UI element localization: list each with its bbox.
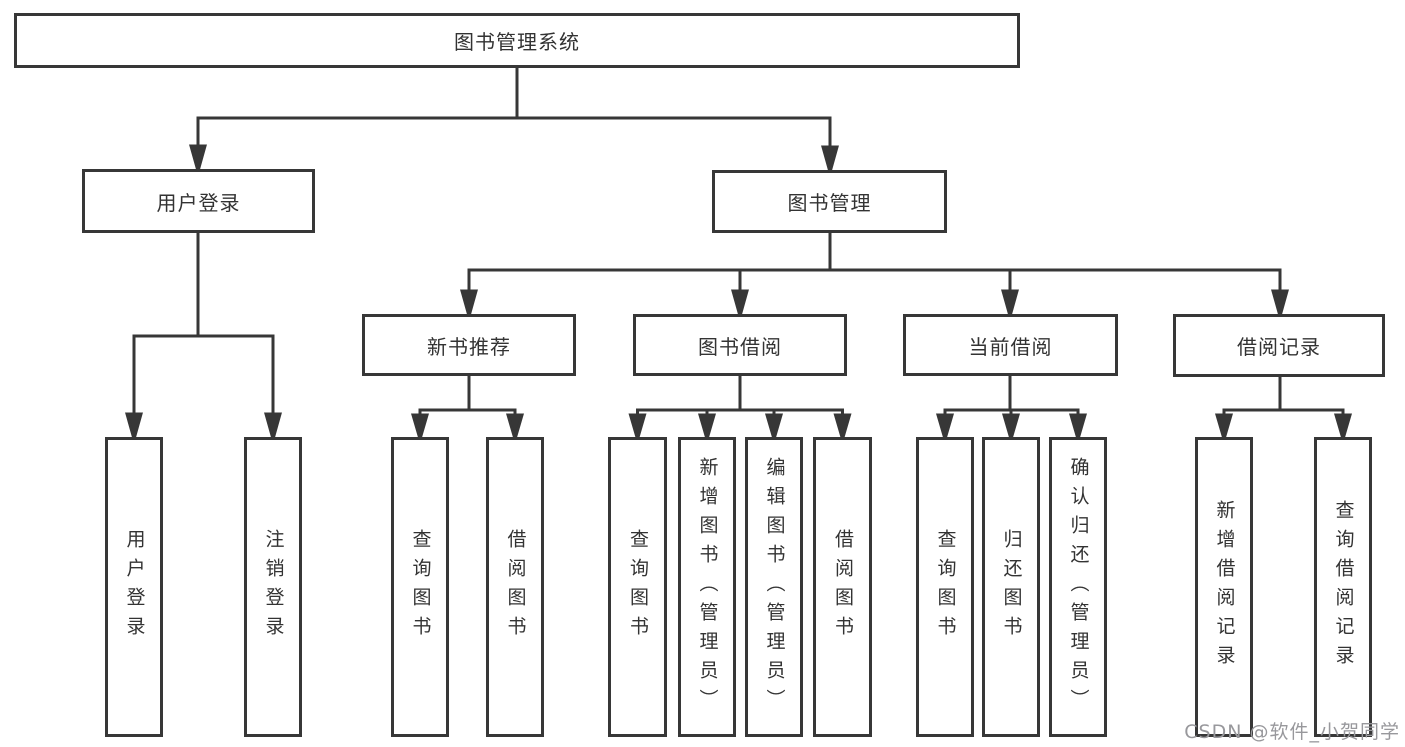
node-borrowing-records: 借阅记录 xyxy=(1173,314,1385,377)
leaf-confirm-return-admin: 确认归还（管理员） xyxy=(1049,437,1107,737)
leaf-query-borrow-record: 查询借阅记录 xyxy=(1314,437,1372,737)
leaf-query-borrow-record-label: 查询借阅记录 xyxy=(1332,500,1355,674)
leaf-confirm-return-admin-label: 确认归还（管理员） xyxy=(1067,456,1090,718)
leaf-add-books-admin-label: 新增图书（管理员） xyxy=(696,456,719,718)
leaf-query-books-borrow: 查询图书 xyxy=(608,437,667,737)
leaf-logout: 注销登录 xyxy=(244,437,302,737)
leaf-borrow-books-rec: 借阅图书 xyxy=(486,437,544,737)
leaf-query-books-rec: 查询图书 xyxy=(391,437,449,737)
watermark: CSDN @软件_小贺同学 xyxy=(1184,721,1400,743)
leaf-edit-books-admin-label: 编辑图书（管理员） xyxy=(763,456,786,718)
leaf-query-books-borrow-label: 查询图书 xyxy=(627,529,649,645)
leaf-add-borrow-record-label: 新增借阅记录 xyxy=(1213,500,1236,674)
node-book-management: 图书管理 xyxy=(712,170,947,233)
leaf-query-books-rec-label: 查询图书 xyxy=(409,529,432,645)
leaf-borrow-books-borrow: 借阅图书 xyxy=(813,437,872,737)
node-book-borrowing: 图书借阅 xyxy=(633,314,847,376)
leaf-borrow-books-borrow-label: 借阅图书 xyxy=(832,529,854,645)
leaf-user-login: 用户登录 xyxy=(105,437,163,737)
leaf-edit-books-admin: 编辑图书（管理员） xyxy=(745,437,803,737)
leaf-return-books: 归还图书 xyxy=(982,437,1040,737)
node-new-book-recommendation: 新书推荐 xyxy=(362,314,576,376)
leaf-user-login-label: 用户登录 xyxy=(123,529,146,645)
node-current-borrowing: 当前借阅 xyxy=(903,314,1118,376)
node-library-management-system: 图书管理系统 xyxy=(14,13,1020,68)
leaf-query-books-current-label: 查询图书 xyxy=(934,529,957,645)
node-user-login: 用户登录 xyxy=(82,169,315,233)
leaf-query-books-current: 查询图书 xyxy=(916,437,974,737)
leaf-logout-label: 注销登录 xyxy=(262,529,285,645)
leaf-return-books-label: 归还图书 xyxy=(1000,529,1023,645)
leaf-add-borrow-record: 新增借阅记录 xyxy=(1195,437,1253,737)
leaf-add-books-admin: 新增图书（管理员） xyxy=(678,437,736,737)
leaf-borrow-books-rec-label: 借阅图书 xyxy=(504,529,527,645)
